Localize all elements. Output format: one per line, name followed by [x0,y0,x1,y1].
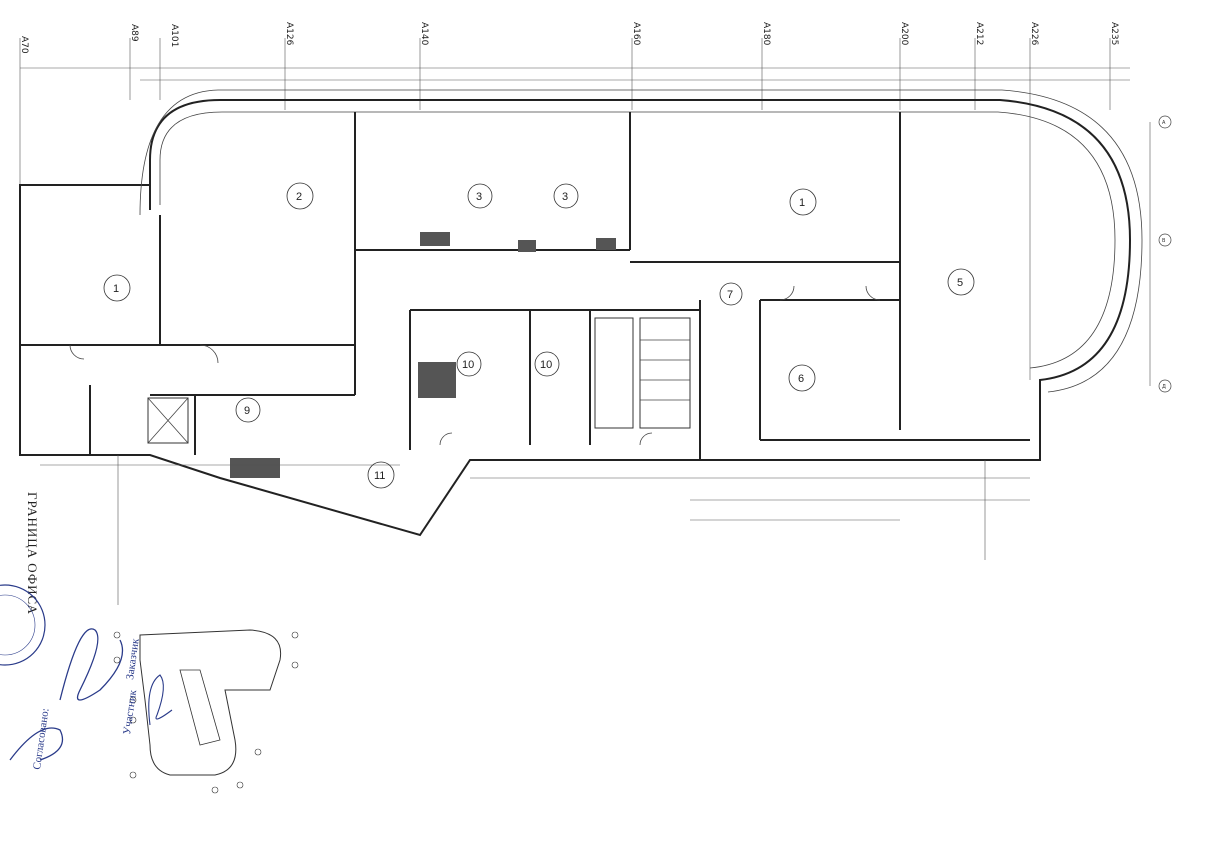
axis-label-right: В [1162,238,1166,244]
axis-label-right: Д [1162,384,1166,390]
axis-label: А140 [419,22,429,46]
axis-label: А70 [19,36,29,54]
room-number: 3 [476,191,482,203]
room-number: 10 [540,359,552,371]
room-number: 1 [799,197,805,209]
axis-label: А126 [284,22,294,46]
key-plan-thumbnail [113,629,299,794]
axis-label: А101 [169,24,179,47]
outer-walls [19,89,1143,537]
axis-label: А212 [974,22,984,45]
door-swings [69,285,881,446]
stamp-line-customer: Заказчик [124,637,142,680]
bottom-dimensions [40,455,1030,605]
right-axis-markers: А В Д [1149,115,1172,393]
room-number: 10 [462,359,474,371]
room-number: 2 [296,191,302,203]
axis-label: А180 [761,22,771,46]
room-number: 7 [727,289,733,301]
room-number: 1 [113,283,119,295]
axis-label: А226 [1029,22,1039,46]
stamp-line-agreed: Согласовано: [31,707,52,770]
interior-walls [20,112,1030,460]
axis-label: А89 [129,24,139,42]
room-number: 5 [957,277,963,289]
office-boundary-label: ГРАНИЦА ОФИСА [25,492,40,615]
axis-label: А200 [899,22,909,46]
axis-label-right: А [1162,120,1166,126]
hatched-shafts [147,232,691,478]
room-number: 3 [562,191,568,203]
axis-label: А235 [1109,22,1119,45]
signature [148,674,173,726]
top-axis-markers: А70 А89 А101 А126 А140 А160 А180 А200 А2… [19,22,1130,400]
axis-label: А160 [631,22,641,46]
room-number: 6 [798,373,804,385]
room-number: 9 [244,405,250,417]
room-number: 11 [374,470,385,482]
room-labels: 1 2 3 3 1 5 6 7 9 10 10 11 [103,182,975,489]
stamp-line-participant: Участник [121,689,139,736]
signature [9,628,124,761]
